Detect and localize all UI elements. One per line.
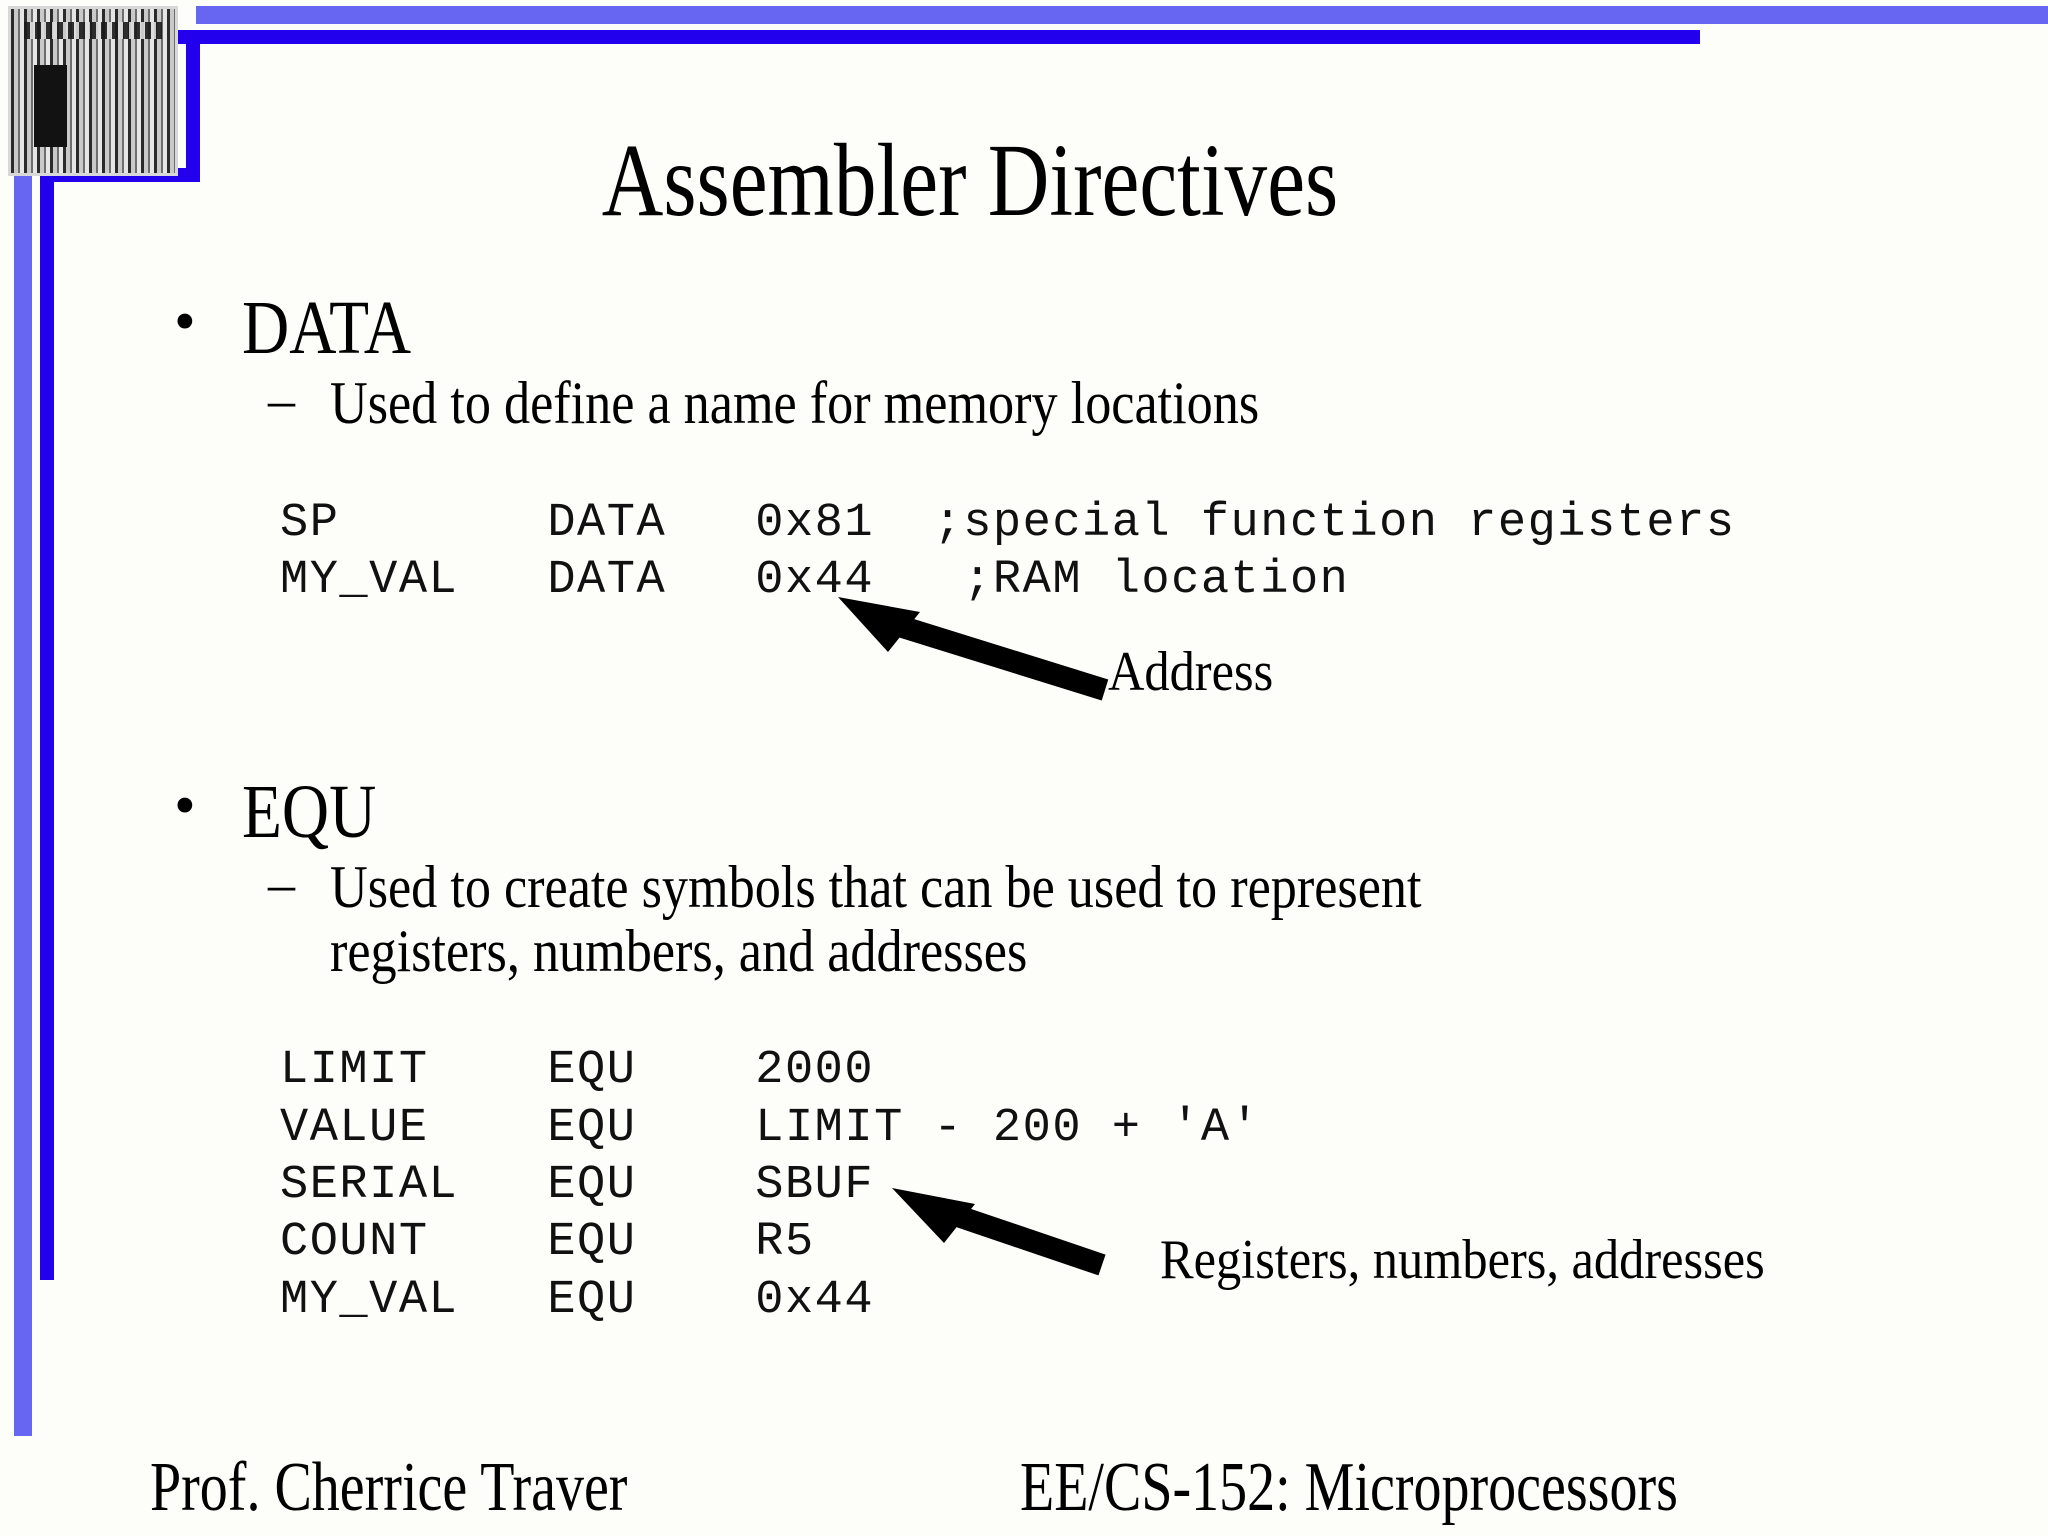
- sub-bullet-equ-line2: registers, numbers, and addresses: [330, 917, 1028, 984]
- bullet-item-equ: • EQU: [150, 774, 2010, 850]
- dash-bullet-icon: –: [268, 854, 295, 915]
- code-block-data: SP DATA 0x81 ;special function registers…: [280, 496, 1736, 607]
- frame-top-light-bar: [196, 6, 2048, 24]
- bullet-item-equ-label: EQU: [242, 770, 377, 855]
- frame-top-dark-bar: [196, 30, 1700, 44]
- bullet-item-data: • DATA: [150, 290, 2010, 366]
- footer-course: EE/CS-152: Microprocessors: [1020, 1448, 1842, 1528]
- page-title: Assembler Directives: [601, 123, 1339, 238]
- slide-body: • DATA – Used to define a name for memor…: [150, 290, 2010, 1376]
- annotation-registers: Registers, numbers, addresses: [1160, 1228, 1832, 1292]
- annotation-address: Address: [1108, 640, 1292, 704]
- section-spacer: [150, 656, 2010, 774]
- code-block-equ: LIMIT EQU 2000 VALUE EQU LIMIT - 200 + '…: [280, 1044, 1261, 1327]
- annotation-address-label: Address: [1108, 641, 1274, 703]
- annotation-registers-label: Registers, numbers, addresses: [1160, 1229, 1765, 1291]
- sub-bullet-equ-line1: Used to create symbols that can be used …: [330, 854, 1422, 921]
- footer-presenter: Prof. Cherrice Traver: [150, 1448, 747, 1528]
- sub-bullet-data: – Used to define a name for memory locat…: [150, 370, 2010, 436]
- footer-course-label: EE/CS-152: Microprocessors: [1020, 1449, 1678, 1526]
- spacer: [150, 985, 2010, 995]
- spacer: [150, 438, 2010, 448]
- frame-left-dark-bar: [40, 30, 54, 1280]
- bullet-item-data-label: DATA: [242, 286, 412, 370]
- bullet-dot-icon: •: [174, 772, 196, 841]
- footer-presenter-label: Prof. Cherrice Traver: [150, 1449, 628, 1526]
- bullet-dot-icon: •: [174, 288, 196, 357]
- frame-left-light-bar: [14, 176, 32, 1436]
- slide-footer: Prof. Cherrice Traver EE/CS-152: Micropr…: [0, 1448, 2048, 1536]
- frame-inner-vertical-bar: [186, 30, 200, 182]
- sub-bullet-equ: – Used to create symbols that can be use…: [150, 856, 2010, 983]
- microprocessor-die-photo-image: [8, 6, 178, 176]
- dash-bullet-icon: –: [268, 370, 295, 430]
- sub-bullet-data-label: Used to define a name for memory locatio…: [330, 370, 1260, 436]
